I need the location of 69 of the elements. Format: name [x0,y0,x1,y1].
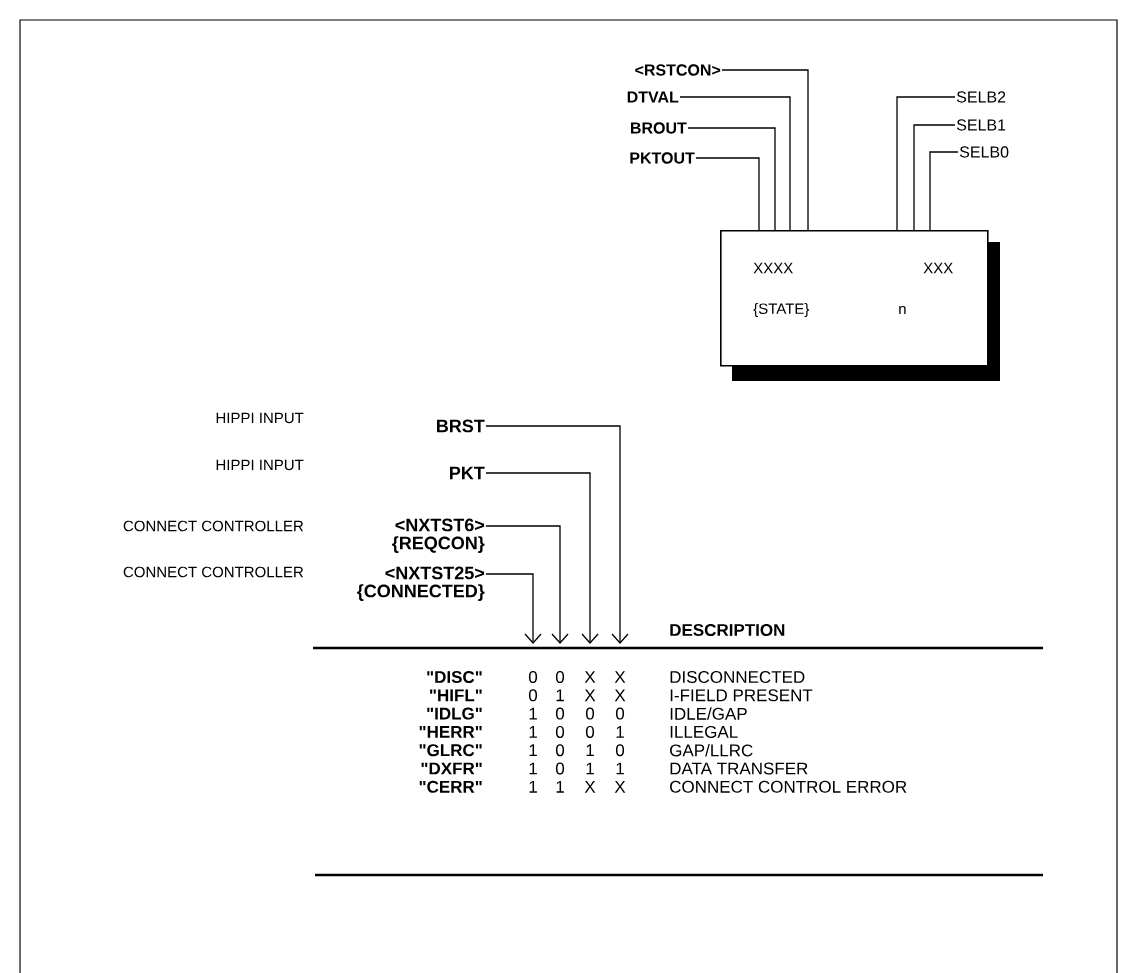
signal-label: PKTOUT [630,152,695,164]
description-text: DISCONNECTED [670,671,805,683]
bit-value: 1 [586,762,594,775]
state-code: "HIFL" [430,689,482,702]
signal-line [896,96,956,231]
state-code: "GLRC" [419,744,482,757]
state-code: "DXFR" [421,762,482,775]
source-label: CONNECT CONTROLLER [123,520,304,532]
bit-value: 1 [556,780,564,793]
bit-value: 1 [529,762,537,775]
signal-line [679,96,791,231]
signal-label: BRST [437,419,485,433]
bit-value: 0 [528,671,538,683]
source-label: HIPPI INPUT [216,412,304,424]
bit-value: X [584,671,596,683]
signal-label: PKT [450,466,485,480]
state-code: "IDLG" [427,707,482,720]
bit-value: X [614,780,626,793]
bit-value: 0 [555,744,565,757]
bit-value: 0 [615,744,625,757]
description-text: CONNECT CONTROL ERROR [670,780,907,793]
signal-label: <NXTST6> {REQCON} [392,518,485,553]
bit-value: 0 [555,707,565,720]
signal-label: <RSTCON> [635,64,721,76]
bit-value: 0 [615,707,625,720]
description-text: I-FIELD PRESENT [670,689,813,702]
signal-label: SELB2 [956,91,1006,103]
signal-label: SELB1 [956,119,1006,131]
signal-line [913,124,956,231]
signal-line [721,69,809,231]
bit-value: 0 [585,707,595,720]
bit-value: 0 [555,725,565,738]
bit-value: 0 [555,762,565,775]
state-code: "CERR" [419,780,482,793]
bit-value: 0 [528,689,538,702]
description-text: IDLE/GAP [670,707,747,720]
signal-line [695,157,760,231]
arrow [485,472,599,644]
description-text: ILLEGAL [670,725,738,738]
source-label: HIPPI INPUT [216,459,304,471]
bit-value: 0 [555,671,565,683]
arrow [485,425,629,644]
bit-value: 1 [556,689,564,702]
source-label: CONNECT CONTROLLER [123,566,304,578]
bit-value: X [584,780,596,793]
bit-value: 1 [586,744,594,757]
state-code: "HERR" [419,726,482,738]
bit-value: 0 [585,725,595,738]
bit-value: X [584,689,596,702]
column-heading: DESCRIPTION [670,624,785,636]
bit-value: 1 [529,726,537,738]
signal-label: <NXTST25> {CONNECTED} [357,566,485,601]
bit-value: 1 [529,707,537,720]
bit-value: X [614,671,626,683]
state-code: "DISC" [427,671,482,683]
bit-value: 1 [616,762,624,775]
signal-line [929,151,959,231]
bit-value: 1 [616,726,624,738]
signal-label: DTVAL [627,91,679,103]
bit-value: X [614,689,626,702]
signal-label: SELB0 [959,146,1009,158]
signal-line [687,127,776,231]
arrow [485,573,542,644]
bit-value: 1 [529,744,537,757]
signal-label: BROUT [631,122,687,134]
bit-value: 1 [529,780,537,793]
arrow [485,525,569,644]
description-text: GAP/LLRC [670,743,753,757]
description-text: DATA TRANSFER [670,762,808,775]
